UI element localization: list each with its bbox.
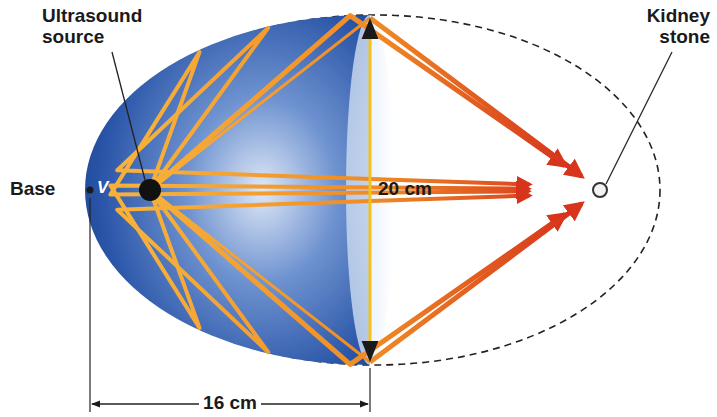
ultrasound-ray bbox=[150, 18, 370, 190]
kidney-stone bbox=[593, 183, 607, 197]
ultrasound-source bbox=[139, 179, 161, 201]
leader-line bbox=[606, 52, 672, 184]
extension-line bbox=[369, 368, 370, 412]
vertex-dot bbox=[87, 187, 94, 194]
dimension-label: 20 cm bbox=[378, 179, 432, 200]
extension-line bbox=[89, 198, 90, 412]
ultrasound-ray bbox=[370, 18, 582, 176]
ultrasound-ray bbox=[370, 204, 582, 362]
part-label: Ultrasound source bbox=[42, 6, 162, 48]
dimension-line bbox=[369, 20, 372, 360]
dimension-label: 16 cm bbox=[199, 393, 261, 414]
point-label: V bbox=[97, 179, 108, 198]
leader-line bbox=[112, 52, 145, 180]
ultrasound-ray bbox=[150, 190, 370, 362]
part-label: Kidney stone bbox=[628, 6, 710, 48]
ultrasound-rays bbox=[110, 16, 581, 365]
part-label: Base bbox=[10, 179, 55, 200]
